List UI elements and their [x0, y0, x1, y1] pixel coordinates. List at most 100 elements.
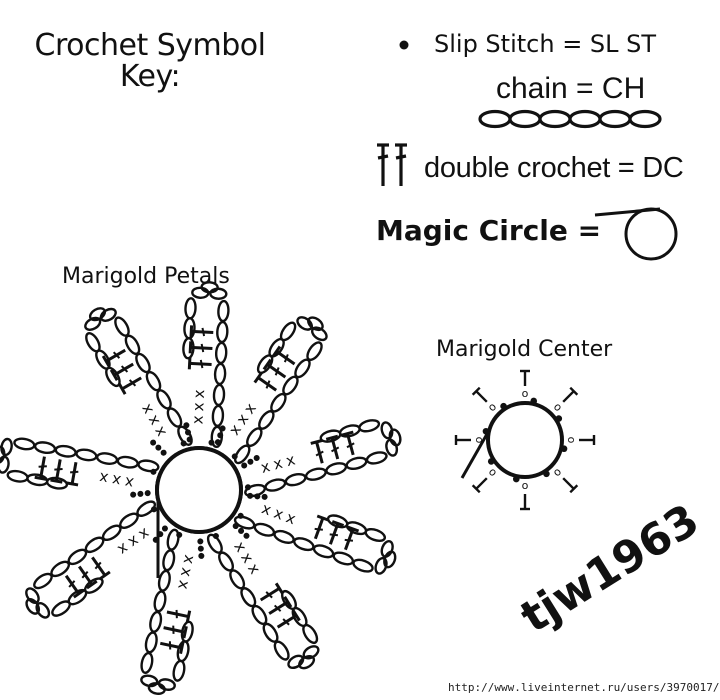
- sc-stitch: x: [123, 473, 135, 492]
- dc-top: [86, 579, 98, 590]
- sc-stitch: x: [98, 469, 110, 488]
- chain-oval: [380, 421, 394, 440]
- dc-slash: [200, 343, 205, 353]
- dc-top: [188, 341, 193, 354]
- center-stitch: o: [521, 480, 528, 493]
- chain-oval: [628, 109, 662, 129]
- chain-oval: [312, 544, 335, 559]
- slip-dot: [198, 552, 205, 559]
- chain-oval: [306, 341, 323, 362]
- dc-slash: [94, 561, 102, 570]
- dc-slash: [201, 327, 206, 337]
- dc-slash: [273, 604, 282, 612]
- dc-slash: [172, 625, 175, 634]
- dc-top: [72, 589, 85, 599]
- chain-oval: [332, 551, 355, 566]
- dc-slash: [346, 442, 355, 449]
- chain-oval: [319, 429, 342, 443]
- slip-dot: [161, 525, 168, 532]
- chain-oval: [162, 549, 176, 572]
- sc-stitch: x: [180, 553, 199, 566]
- chain-oval: [157, 678, 176, 691]
- chain-oval: [166, 528, 180, 551]
- slip-stitch-symbol: [399, 40, 409, 50]
- slip-dot: [500, 402, 507, 410]
- slip-dot: [186, 436, 193, 443]
- dc-top: [179, 641, 185, 655]
- dc-slash: [70, 470, 79, 474]
- slip-dot: [214, 439, 221, 446]
- chain-oval: [116, 455, 139, 469]
- slip-dot: [180, 440, 187, 447]
- key-title: Crochet Symbol Key:: [34, 28, 267, 94]
- chain-oval: [209, 287, 228, 300]
- slip-dot: [253, 454, 260, 461]
- center-title: Marigold Center: [436, 337, 613, 362]
- center-stitch: o: [565, 437, 578, 444]
- slip-dot: [530, 397, 538, 405]
- dc-slash: [274, 367, 280, 376]
- dc-slash: [175, 609, 178, 619]
- chain-oval: [264, 478, 287, 492]
- chain-oval: [304, 467, 327, 481]
- slip-dot: [243, 532, 250, 539]
- chain-oval: [211, 404, 225, 428]
- dc-slash: [329, 533, 339, 537]
- dc-slash: [112, 351, 121, 359]
- slip-dot: [217, 432, 224, 439]
- slip-dot: [208, 439, 215, 446]
- chain-oval: [153, 590, 167, 613]
- center-stitch: o: [551, 466, 565, 480]
- dc-slash: [128, 379, 137, 387]
- sc-stitch: x: [110, 471, 122, 490]
- sc-stitch: x: [259, 457, 272, 477]
- chain-oval: [293, 537, 315, 552]
- chain-oval: [273, 529, 295, 544]
- chain-oval: [302, 645, 320, 660]
- chain-oval: [33, 441, 57, 455]
- chain-oval: [217, 299, 230, 323]
- dc-stem: [475, 477, 488, 490]
- chain-oval: [325, 462, 348, 476]
- sc-stitch: x: [259, 499, 274, 519]
- chain-oval: [256, 354, 274, 375]
- chain-oval: [508, 109, 542, 129]
- chain-oval: [172, 659, 186, 682]
- chain-oval: [213, 362, 227, 386]
- dc-top: [569, 386, 579, 396]
- chain-label: chain = CH: [496, 72, 646, 105]
- sc-stitch: x: [271, 504, 286, 524]
- sc-stitch: x: [271, 454, 284, 474]
- sc-stitch: x: [189, 402, 207, 412]
- dc-stem: [475, 390, 488, 403]
- slip-dot: [185, 429, 192, 436]
- slip-dot: [157, 531, 164, 538]
- slip-dot: [244, 484, 251, 491]
- center-stitch: o: [522, 387, 529, 400]
- slip-dot: [219, 425, 226, 432]
- slip-dot: [152, 536, 159, 543]
- slip-dot: [150, 468, 157, 475]
- dc-slash: [331, 446, 340, 453]
- chain-oval: [538, 109, 572, 129]
- slip-dot: [197, 538, 204, 545]
- chain-oval: [75, 448, 98, 462]
- chain-oval: [54, 444, 77, 458]
- dc-slash: [282, 618, 290, 626]
- dc-top: [189, 325, 194, 338]
- petal: xxx: [84, 307, 193, 456]
- dc-top: [253, 371, 263, 384]
- slip-dot: [254, 493, 261, 500]
- chain-oval: [284, 472, 307, 487]
- double-crochet-symbol: [377, 143, 407, 186]
- chain-oval: [166, 407, 183, 428]
- slip-dot: [231, 453, 238, 460]
- slip-dot: [247, 458, 254, 465]
- dc-top: [274, 582, 284, 595]
- slip-stitch-label: Slip Stitch = SL ST: [434, 30, 657, 58]
- dc-slash: [54, 467, 63, 471]
- dc-slash: [314, 527, 323, 531]
